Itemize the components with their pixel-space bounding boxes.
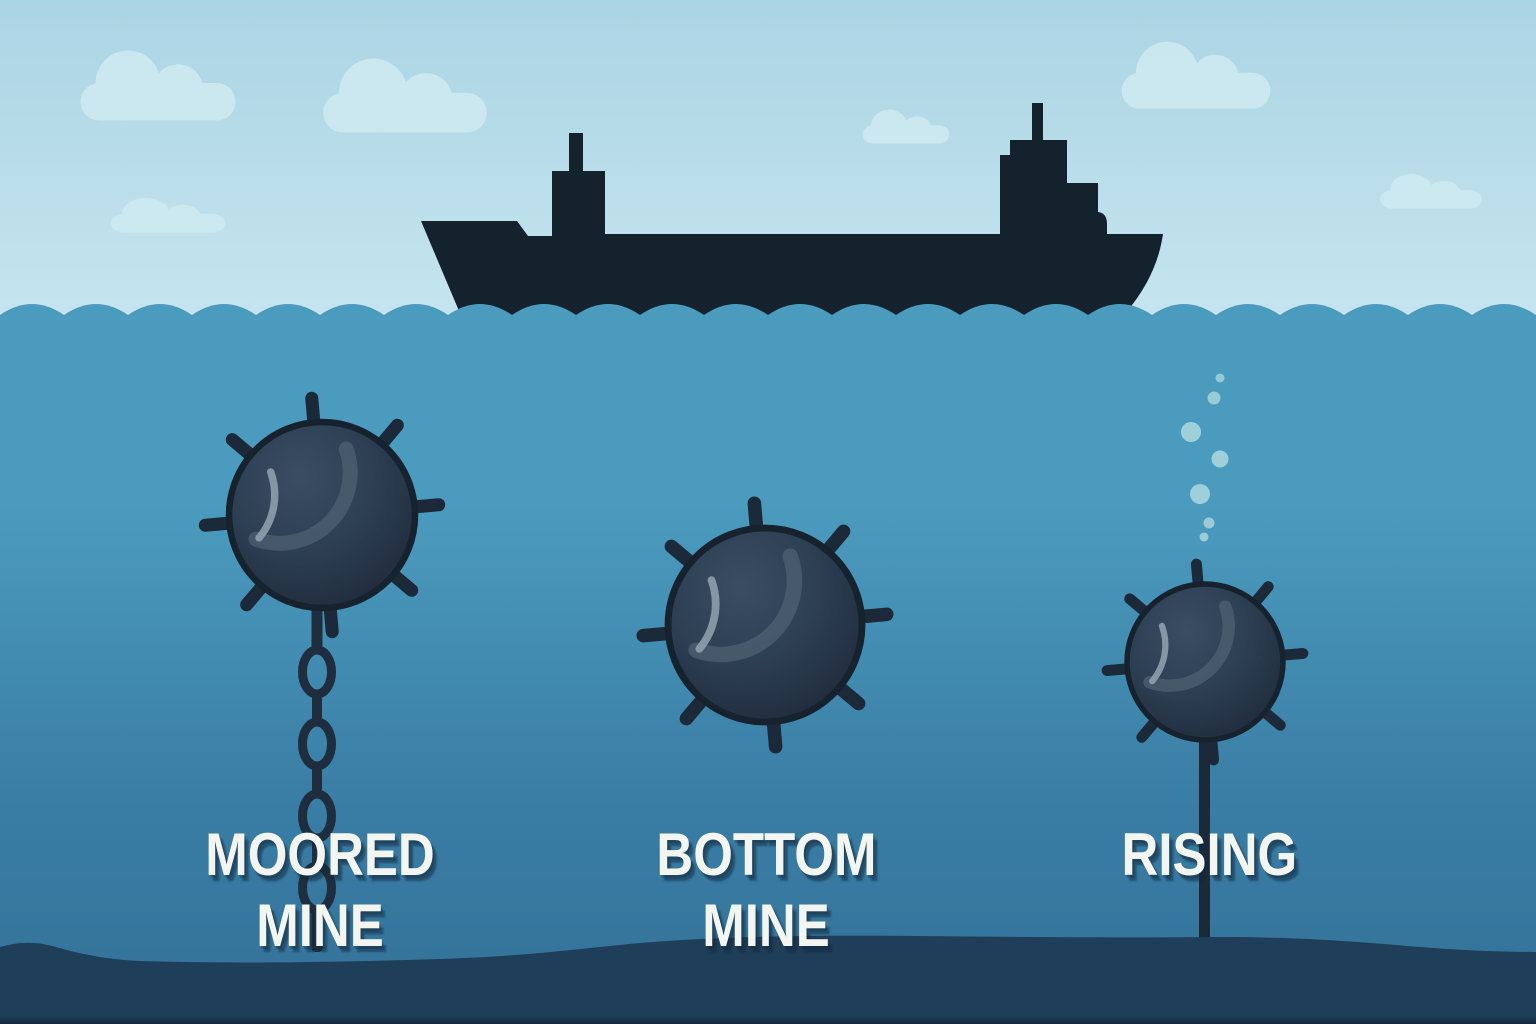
- label-bottom-mine: BOTTOM MINE: [586, 819, 946, 961]
- label-bottom-line1: BOTTOM: [655, 821, 877, 888]
- bubbles-icon: [1181, 373, 1229, 542]
- label-rising-mine: RISING: [1029, 819, 1389, 890]
- chain-icon: [298, 604, 336, 952]
- label-moored-line2: MINE: [256, 892, 384, 959]
- cargo-ship-icon: [421, 103, 1163, 318]
- label-moored-mine: MOORED MINE: [140, 819, 500, 961]
- label-bottom-line2: MINE: [702, 892, 830, 959]
- label-rising-line1: RISING: [1121, 821, 1297, 888]
- tether-rod-icon: [1199, 718, 1210, 954]
- label-moored-line1: MOORED: [205, 821, 435, 888]
- seabed: [0, 935, 1536, 1024]
